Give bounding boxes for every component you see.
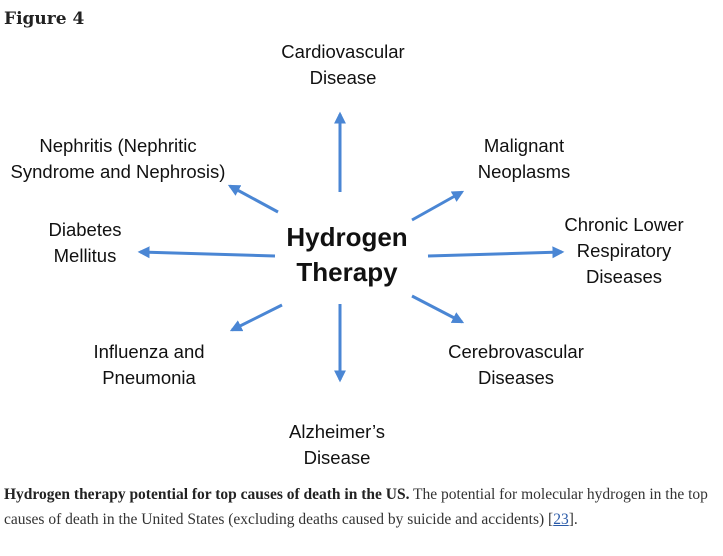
node-malignant: Malignant Neoplasms <box>478 135 571 182</box>
figure-caption: Hydrogen therapy potential for top cause… <box>4 482 716 532</box>
node-alzheimers-line-1: Alzheimer’s <box>289 421 385 442</box>
node-influenza-line-2: Pneumonia <box>102 367 196 388</box>
caption-text-end: ]. <box>568 511 578 528</box>
node-diabetes-line-2: Mellitus <box>54 245 117 266</box>
node-malignant-line-2: Neoplasms <box>478 161 571 182</box>
hydrogen-therapy-diagram: Hydrogen Therapy Cardiovascular Disease … <box>11 41 684 468</box>
node-malignant-line-1: Malignant <box>484 135 564 156</box>
node-influenza: Influenza and Pneumonia <box>93 341 204 388</box>
node-respiratory-line-3: Diseases <box>586 266 662 287</box>
center-node: Hydrogen Therapy <box>286 222 407 287</box>
arrow-diabetes <box>137 246 276 259</box>
node-alzheimers: Alzheimer’s Disease <box>289 421 385 468</box>
arrow-cerebrovascular <box>411 294 465 324</box>
arrow-influenza <box>229 303 283 332</box>
node-alzheimers-line-2: Disease <box>304 447 371 468</box>
node-nephritis-line-2: Syndrome and Nephrosis) <box>11 161 226 182</box>
node-respiratory-line-2: Respiratory <box>577 240 672 261</box>
node-cerebrovascular-line-2: Diseases <box>478 367 554 388</box>
node-influenza-line-1: Influenza and <box>93 341 204 362</box>
center-line-1: Hydrogen <box>286 222 407 252</box>
node-respiratory: Chronic Lower Respiratory Diseases <box>564 214 683 287</box>
arrow-respiratory <box>427 246 565 259</box>
center-line-2: Therapy <box>296 257 398 287</box>
node-cardiovascular-line-1: Cardiovascular <box>281 41 404 62</box>
node-cerebrovascular-line-1: Cerebrovascular <box>448 341 584 362</box>
arrow-malignant <box>411 190 465 222</box>
node-cerebrovascular: Cerebrovascular Diseases <box>448 341 584 388</box>
node-cardiovascular: Cardiovascular Disease <box>281 41 404 88</box>
node-nephritis: Nephritis (Nephritic Syndrome and Nephro… <box>11 135 226 182</box>
node-cardiovascular-line-2: Disease <box>310 67 377 88</box>
caption-text: The potential for molecular hydrogen in … <box>4 486 708 528</box>
arrow-nephritis <box>227 184 279 214</box>
reference-link[interactable]: 23 <box>553 511 569 528</box>
node-diabetes-line-1: Diabetes <box>48 219 121 240</box>
caption-title: Hydrogen therapy potential for top cause… <box>4 486 410 503</box>
figure-label: Figure 4 <box>4 9 85 29</box>
node-respiratory-line-1: Chronic Lower <box>564 214 683 235</box>
node-nephritis-line-1: Nephritis (Nephritic <box>39 135 196 156</box>
node-diabetes: Diabetes Mellitus <box>48 219 121 266</box>
